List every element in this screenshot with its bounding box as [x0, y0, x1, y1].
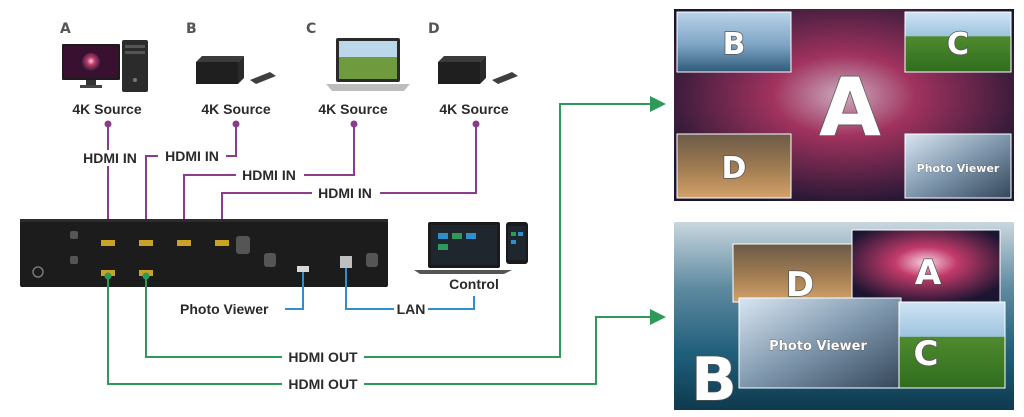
source-d-label: 4K Source — [439, 101, 508, 117]
source-d-letter: D — [428, 21, 440, 37]
source-b-label: 4K Source — [201, 101, 270, 117]
source-c: C 4K Source — [306, 21, 410, 117]
display-screen-bottom: B D A Photo Viewer C — [674, 222, 1014, 416]
photo-viewer-label: Photo Viewer — [180, 301, 269, 317]
source-b-letter: B — [186, 21, 197, 37]
tile-b-bottom: B — [690, 344, 737, 416]
tile-d-top-letter: D — [722, 151, 747, 186]
display-screen-top: A B C D Photo Viewer — [674, 9, 1014, 201]
control-label: Control — [449, 276, 499, 292]
tile-a-bottom: A — [851, 229, 1001, 303]
hdmi-in-label-c: HDMI IN — [242, 167, 296, 183]
tile-c-top-letter: C — [947, 27, 969, 62]
laptop-icon — [326, 38, 410, 91]
tile-c-bottom: C — [898, 301, 1006, 389]
hdmi-out-line-1 — [145, 96, 666, 358]
tile-d-top: D — [676, 133, 792, 199]
source-b: B 4K Source — [186, 21, 276, 117]
tile-a-top: A — [818, 60, 882, 155]
tile-b-bottom-letter: B — [691, 345, 737, 415]
tile-a-top-letter: A — [819, 61, 881, 154]
lan-port — [340, 256, 352, 268]
source-c-label: 4K Source — [318, 101, 387, 117]
tile-a-bottom-letter: A — [915, 253, 942, 293]
source-d: D 4K Source — [428, 21, 518, 117]
photo-viewer-link — [285, 272, 304, 310]
tile-c-top: C — [904, 11, 1012, 73]
media-box-icon — [438, 56, 518, 84]
lan-label: LAN — [397, 301, 426, 317]
hdmi-out-line-2 — [107, 276, 666, 385]
tile-b-top: B — [676, 11, 792, 73]
laptop-control-icon — [414, 222, 512, 274]
source-a: A 4K Source — [60, 21, 148, 117]
tile-c-bottom-letter: C — [914, 334, 939, 374]
tile-b-top-letter: B — [723, 27, 746, 62]
tile-photo-viewer-bottom-label: Photo Viewer — [769, 339, 867, 354]
source-c-letter: C — [306, 21, 316, 37]
source-a-label: 4K Source — [72, 101, 141, 117]
tile-photo-viewer-top: Photo Viewer — [904, 133, 1012, 199]
hdmi-out-lines — [104, 96, 666, 385]
hdmi-out-label-1: HDMI OUT — [288, 349, 358, 365]
hdmi-input-ports — [101, 240, 229, 246]
hdmi-in-label-d: HDMI IN — [318, 185, 372, 201]
source-a-letter: A — [60, 21, 71, 37]
tile-photo-viewer-top-label: Photo Viewer — [917, 162, 1000, 175]
media-box-icon — [196, 56, 276, 84]
hdmi-in-label-a: HDMI IN — [83, 150, 137, 166]
hdmi-out-label-2: HDMI OUT — [288, 376, 358, 392]
pc-monitor-icon — [62, 40, 148, 92]
matrix-switcher — [20, 219, 388, 287]
tile-d-bottom: D — [732, 243, 868, 306]
tile-photo-viewer-bottom: Photo Viewer — [738, 297, 902, 389]
hdmi-in-label-b: HDMI IN — [165, 148, 219, 164]
phone-control-icon — [506, 222, 528, 264]
usb-port — [297, 266, 309, 272]
